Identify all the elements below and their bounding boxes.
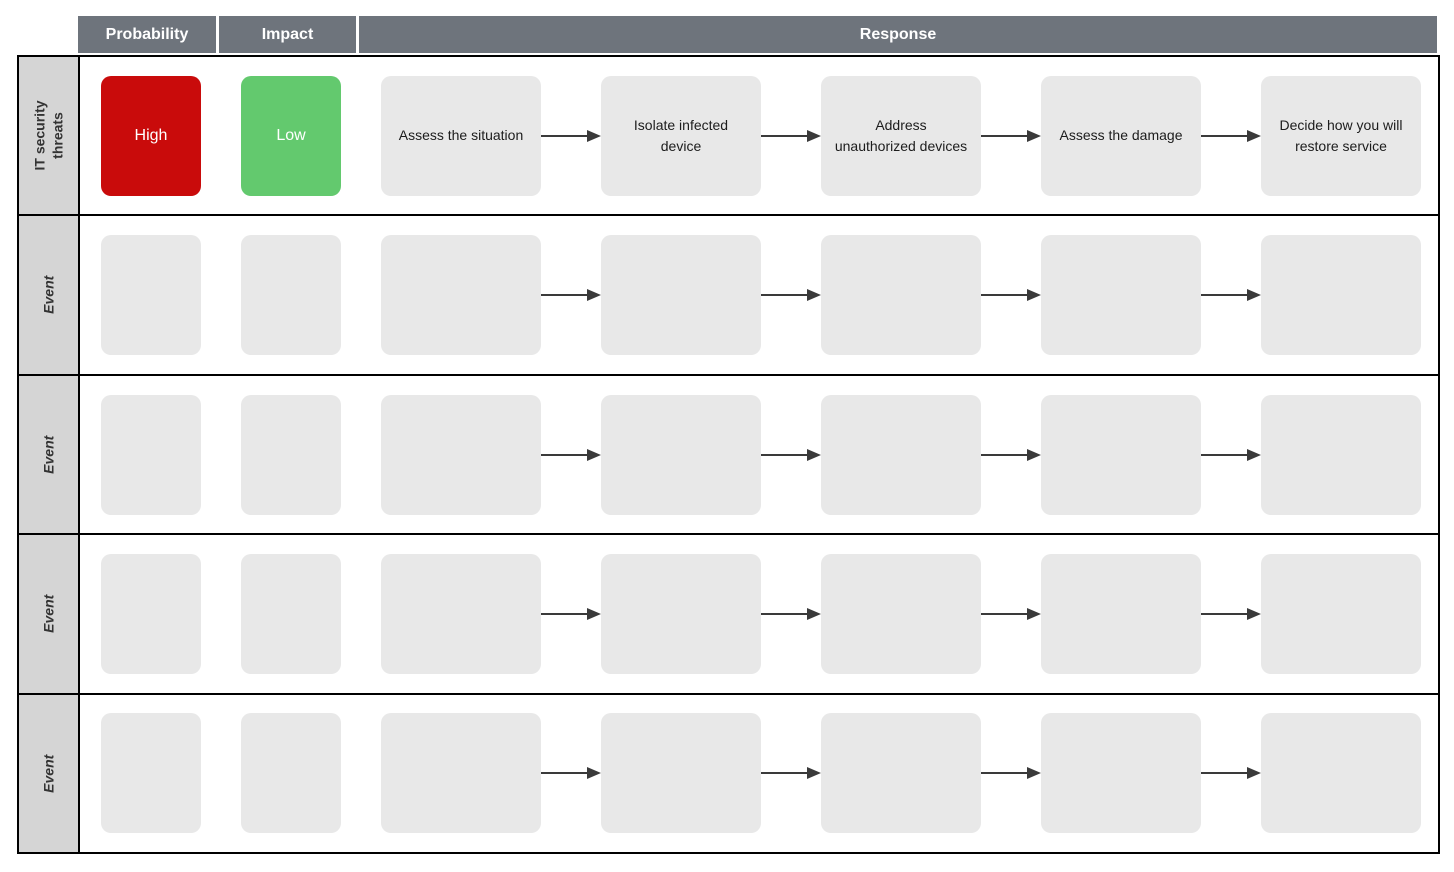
header-row: Probability Impact Response [78, 16, 1437, 53]
flow-arrow-icon [981, 288, 1041, 302]
matrix-table: IT security threats High Low Assess the … [17, 55, 1440, 854]
flow-arrow-icon [1201, 607, 1261, 621]
step-label: Assess the situation [398, 127, 524, 144]
step-box [1261, 713, 1421, 834]
step-label: Decide how you will restore service [1279, 116, 1403, 154]
impact-value: Low [276, 126, 306, 144]
step-label: Isolate infected device [633, 116, 729, 154]
flow-arrow-icon [981, 129, 1041, 143]
flow-arrow-icon [761, 288, 821, 302]
matrix-row-event: Event [19, 216, 1438, 376]
header-label-impact: Impact [261, 25, 314, 43]
matrix-row-it-security-threats: IT security threats High Low Assess the … [19, 57, 1438, 217]
step-label: Assess the damage [1059, 127, 1183, 144]
step-box [601, 553, 761, 674]
impact-box [241, 713, 341, 834]
flow-arrow-icon [541, 448, 601, 462]
step-box [1041, 553, 1201, 674]
row-content [80, 695, 1438, 852]
row-content [80, 535, 1438, 692]
row-label-cell: IT security threats [19, 57, 80, 215]
step-box [821, 553, 981, 674]
step-box [1041, 713, 1201, 834]
step-box: Isolate infected device [601, 75, 761, 196]
step-box: Assess the damage [1041, 75, 1201, 196]
step-box [381, 235, 541, 356]
step-box [821, 394, 981, 515]
header-cell-probability: Probability [78, 16, 216, 53]
step-box [1041, 394, 1201, 515]
flow-arrow-icon [1201, 448, 1261, 462]
probability-box [101, 713, 201, 834]
step-box [601, 394, 761, 515]
impact-box [241, 394, 341, 515]
probability-box: High [101, 75, 201, 196]
header-cell-impact: Impact [219, 16, 356, 53]
row-label: Event [39, 435, 56, 474]
step-box [821, 713, 981, 834]
flow-arrow-icon [541, 288, 601, 302]
row-label: Event [39, 754, 56, 793]
header-label-response: Response [859, 25, 937, 43]
probability-value: High [134, 126, 168, 144]
flow-arrow-icon [981, 766, 1041, 780]
row-label-cell: Event [19, 375, 80, 534]
step-box [601, 713, 761, 834]
row-content [80, 376, 1438, 533]
matrix-row-event: Event [19, 535, 1438, 695]
row-label-cell: Event [19, 535, 80, 693]
header-label-probability: Probability [105, 25, 189, 43]
flow-arrow-icon [761, 129, 821, 143]
header-cell-response: Response [359, 16, 1437, 53]
flow-arrow-icon [981, 607, 1041, 621]
row-label-cell: Event [19, 216, 80, 374]
flow-arrow-icon [981, 448, 1041, 462]
impact-box: Low [241, 75, 341, 196]
probability-box [101, 235, 201, 356]
step-box [1261, 394, 1421, 515]
step-box: Address unauthorized devices [821, 75, 981, 196]
flow-arrow-icon [761, 607, 821, 621]
flow-arrow-icon [1201, 766, 1261, 780]
step-box [1041, 235, 1201, 356]
step-box [1261, 553, 1421, 674]
row-label: Event [39, 276, 56, 315]
flow-arrow-icon [541, 129, 601, 143]
step-box [1261, 235, 1421, 356]
row-label: Event [39, 594, 56, 633]
step-box [381, 394, 541, 515]
step-box: Decide how you will restore service [1261, 75, 1421, 196]
probability-box [101, 553, 201, 674]
matrix-row-event: Event [19, 694, 1438, 853]
row-label-cell: Event [19, 694, 80, 853]
flow-arrow-icon [761, 448, 821, 462]
row-content [80, 216, 1438, 373]
step-box [381, 553, 541, 674]
flow-arrow-icon [1201, 288, 1261, 302]
probability-box [101, 394, 201, 515]
step-box [821, 235, 981, 356]
flow-arrow-icon [1201, 129, 1261, 143]
flow-arrow-icon [541, 607, 601, 621]
impact-box [241, 235, 341, 356]
step-box [601, 235, 761, 356]
flow-arrow-icon [761, 766, 821, 780]
step-box: Assess the situation [381, 75, 541, 196]
step-box [381, 713, 541, 834]
row-content: High Low Assess the situation Isolate in… [80, 57, 1438, 214]
flow-arrow-icon [541, 766, 601, 780]
matrix-row-event: Event [19, 375, 1438, 536]
step-label: Address unauthorized devices [834, 116, 968, 154]
row-label: IT security threats [31, 100, 65, 171]
impact-box [241, 553, 341, 674]
